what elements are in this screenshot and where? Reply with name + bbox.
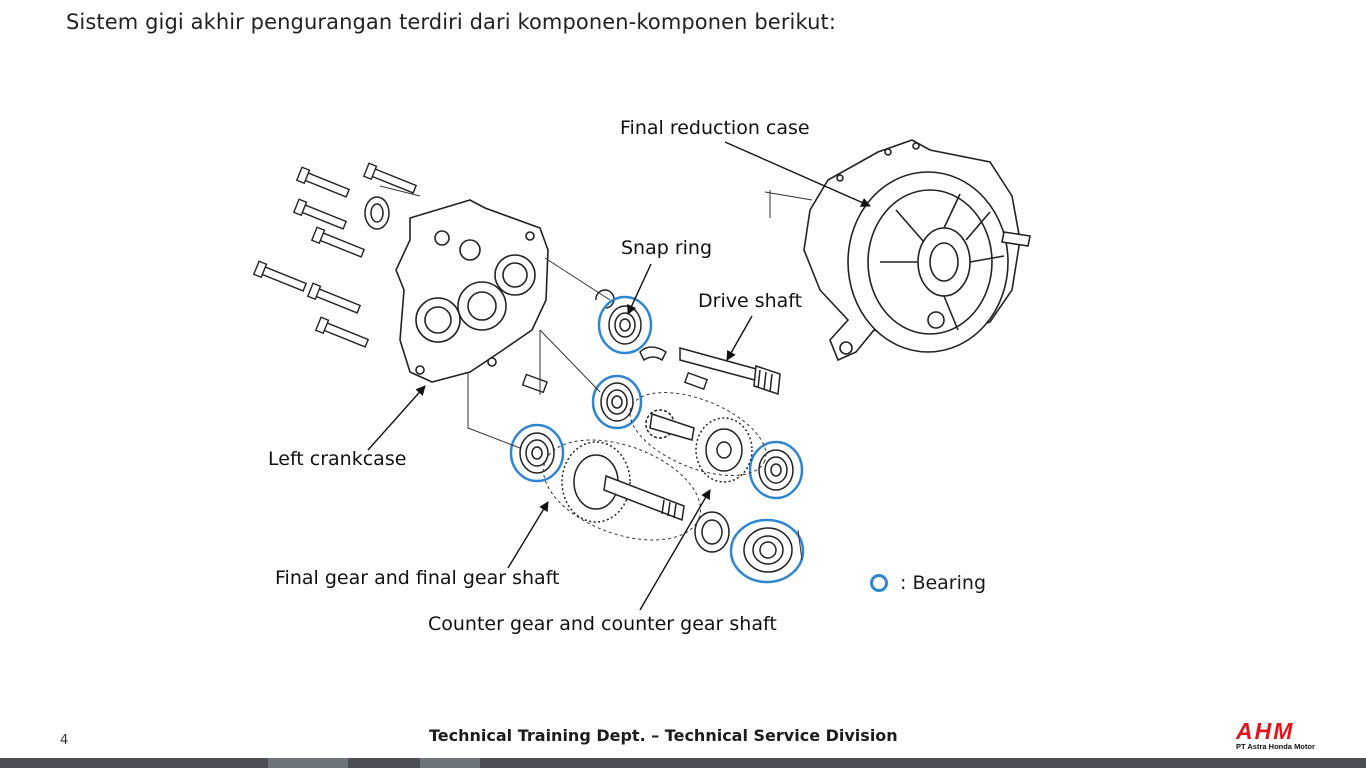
counter-gear-part	[645, 409, 753, 483]
page-number: 4	[60, 733, 69, 748]
drive-shaft-part	[679, 347, 781, 396]
counter-gear-group-outline	[629, 392, 767, 476]
bearing-legend-text: : Bearing	[900, 572, 987, 594]
bolts	[252, 162, 418, 348]
label-arrows	[367, 141, 871, 611]
oil-seal-lower	[694, 511, 730, 553]
logo-wordmark: AHM	[1236, 718, 1295, 744]
bearings	[519, 305, 794, 573]
bearing-highlights	[509, 295, 805, 584]
ahm-logo: AHM PT Astra Honda Motor	[1228, 718, 1358, 752]
bearing-ring-icon	[870, 574, 888, 592]
slide-heading: Sistem gigi akhir pengurangan terdiri da…	[66, 10, 837, 34]
logo-subtitle: PT Astra Honda Motor	[1236, 742, 1315, 751]
final-reduction-case	[803, 139, 1031, 362]
oil-seal-top	[364, 196, 390, 230]
label-final-gear: Final gear and final gear shaft	[275, 567, 560, 589]
label-snap-ring: Snap ring	[621, 237, 713, 259]
bottom-taskbar-strip	[0, 758, 1366, 768]
label-counter-gear: Counter gear and counter gear shaft	[428, 613, 777, 635]
bearing-legend: : Bearing	[870, 572, 986, 594]
final-gear-group-outline	[542, 439, 702, 541]
label-final-reduction-case: Final reduction case	[620, 117, 810, 139]
label-left-crankcase: Left crankcase	[268, 448, 407, 470]
left-crankcase	[395, 199, 549, 383]
footer-text: Technical Training Dept. – Technical Ser…	[429, 726, 898, 745]
snap-ring-part	[595, 289, 667, 362]
label-drive-shaft: Drive shaft	[698, 290, 803, 312]
final-gear-part	[561, 441, 685, 523]
assembly-guides	[379, 185, 813, 561]
dowel-pins	[521, 371, 709, 394]
